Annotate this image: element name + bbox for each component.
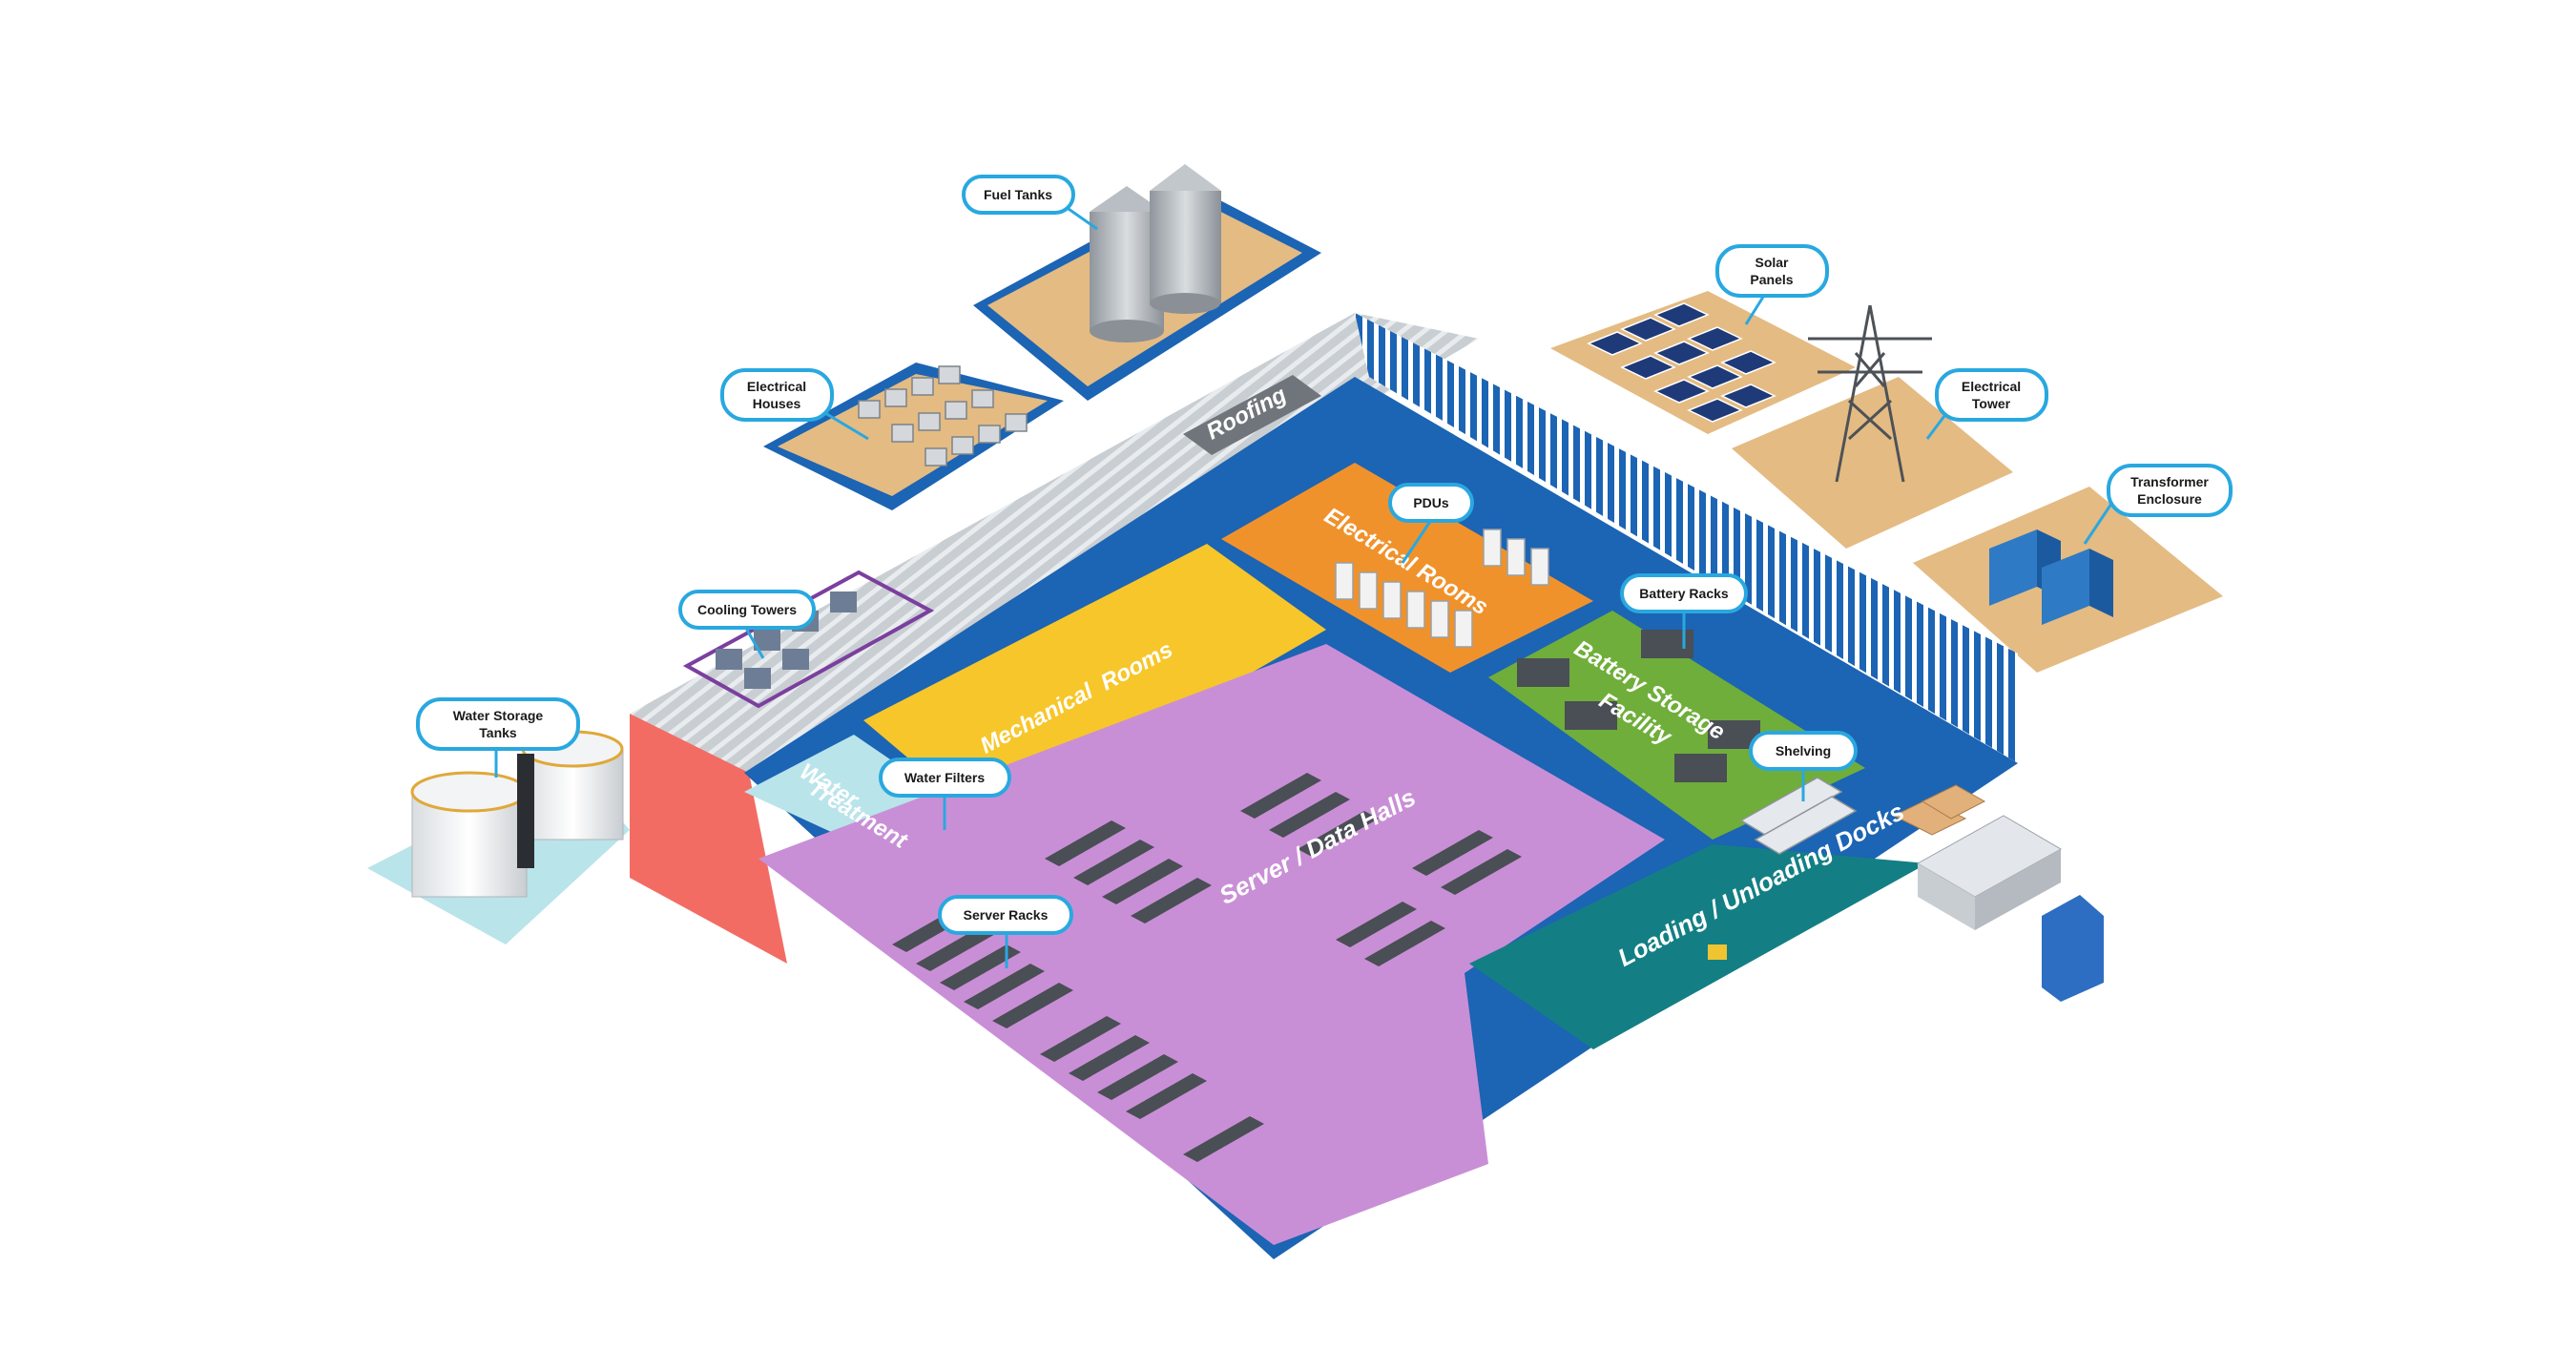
callout-water-filters: Water Filters bbox=[879, 758, 1011, 830]
roofing-label-box bbox=[1183, 375, 1321, 455]
server-rack-rows bbox=[892, 773, 1522, 1162]
battery-rack-units bbox=[1517, 630, 1760, 782]
svg-text:Shelving: Shelving bbox=[1776, 743, 1831, 758]
cooling-towers bbox=[682, 570, 935, 709]
svg-text:Water Filters: Water Filters bbox=[904, 770, 985, 785]
callout-electrical-tower: Electrical Tower bbox=[1925, 368, 2048, 440]
svg-text:Water Storage: Water Storage bbox=[453, 708, 544, 723]
transformer-enclosure bbox=[1989, 529, 2113, 625]
callout-battery-racks: Battery Racks bbox=[1620, 573, 1748, 649]
fuel-tanks bbox=[1090, 164, 1221, 342]
callout-cooling-towers: Cooling Towers bbox=[678, 590, 816, 659]
svg-text:Enclosure: Enclosure bbox=[2137, 491, 2202, 507]
truck bbox=[1916, 815, 2104, 1002]
svg-text:Houses: Houses bbox=[753, 396, 801, 411]
electrical-tower bbox=[1808, 304, 1932, 483]
electrical-rooms bbox=[1221, 463, 1593, 673]
electrical-houses bbox=[858, 365, 1028, 467]
loading-docks-area bbox=[1469, 844, 1927, 1049]
solar-panels bbox=[1587, 302, 1776, 423]
callout-transformer-enclosure: Transformer Enclosure bbox=[2083, 464, 2233, 545]
svg-text:Tower: Tower bbox=[1972, 396, 2011, 411]
svg-text:Server Racks: Server Racks bbox=[964, 907, 1049, 923]
mechanical-rooms bbox=[863, 544, 1326, 825]
svg-text:Tanks: Tanks bbox=[479, 725, 517, 740]
callout-shelving: Shelving bbox=[1749, 731, 1858, 801]
battery-storage-room bbox=[1488, 611, 1865, 840]
callout-water-storage-tanks: Water Storage Tanks bbox=[416, 697, 580, 778]
callout-server-racks: Server Racks bbox=[938, 895, 1073, 968]
svg-text:Solar: Solar bbox=[1755, 255, 1789, 270]
svg-text:Fuel Tanks: Fuel Tanks bbox=[984, 187, 1052, 202]
svg-text:Electrical: Electrical bbox=[747, 379, 806, 394]
svg-text:Panels: Panels bbox=[1750, 272, 1793, 287]
water-storage-tanks bbox=[410, 730, 624, 898]
callout-solar-panels: Solar Panels bbox=[1715, 244, 1829, 325]
svg-text:Battery Racks: Battery Racks bbox=[1639, 586, 1729, 601]
svg-text:Electrical: Electrical bbox=[1962, 379, 2021, 394]
exterior-wall-stripes bbox=[1355, 313, 2018, 763]
pallets bbox=[1892, 784, 1986, 836]
svg-text:Cooling Towers: Cooling Towers bbox=[697, 602, 797, 617]
forklift bbox=[1708, 944, 1727, 960]
shelving-units bbox=[1739, 777, 1858, 855]
pdu-cabinets bbox=[1335, 529, 1549, 648]
svg-text:PDUs: PDUs bbox=[1413, 495, 1449, 510]
facade-wall bbox=[630, 714, 787, 964]
svg-text:Transformer: Transformer bbox=[2130, 474, 2209, 489]
callout-pdus: PDUs bbox=[1388, 483, 1474, 564]
callout-electrical-houses: Electrical Houses bbox=[720, 368, 869, 441]
callout-fuel-tanks: Fuel Tanks bbox=[962, 175, 1098, 231]
